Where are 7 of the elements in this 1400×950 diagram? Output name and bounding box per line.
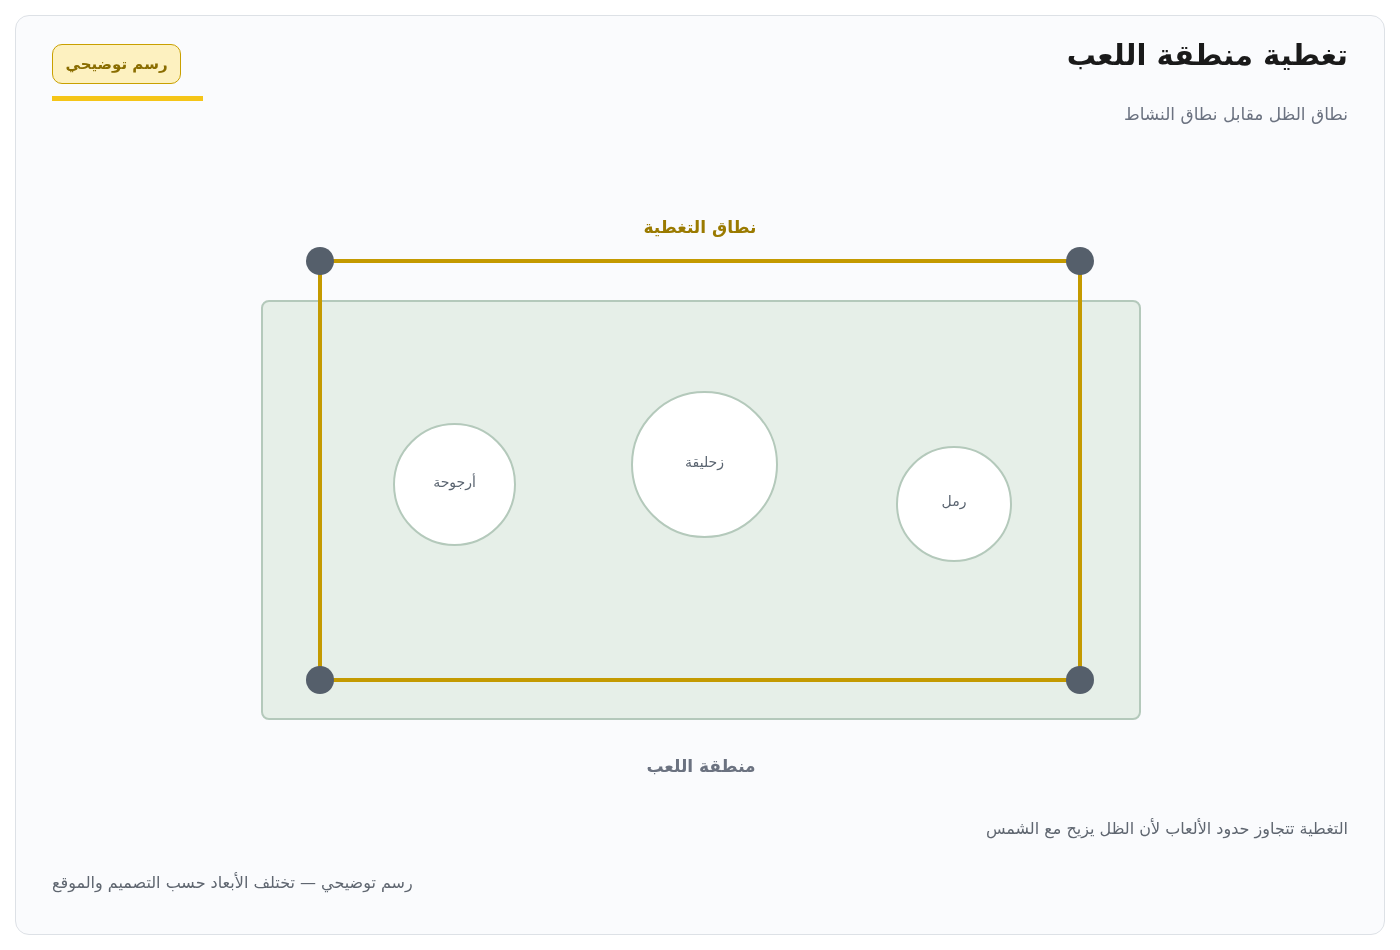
note: التغطية تتجاوز حدود الألعاب لأن الظل يزيح مع الشمس xyxy=(985,819,1348,838)
title: تغطية منطقة اللعب xyxy=(1066,38,1348,72)
frame-heading: نطاق التغطية xyxy=(642,217,758,237)
footnote: رسم توضيحي — تختلف الأبعاد حسب التصميم والموقع xyxy=(52,873,413,892)
subtitle: نطاق الظل مقابل نطاق النشاط xyxy=(1123,104,1348,124)
badge: رسم توضيحي xyxy=(52,44,181,84)
area-heading: منطقة اللعب xyxy=(645,756,757,776)
